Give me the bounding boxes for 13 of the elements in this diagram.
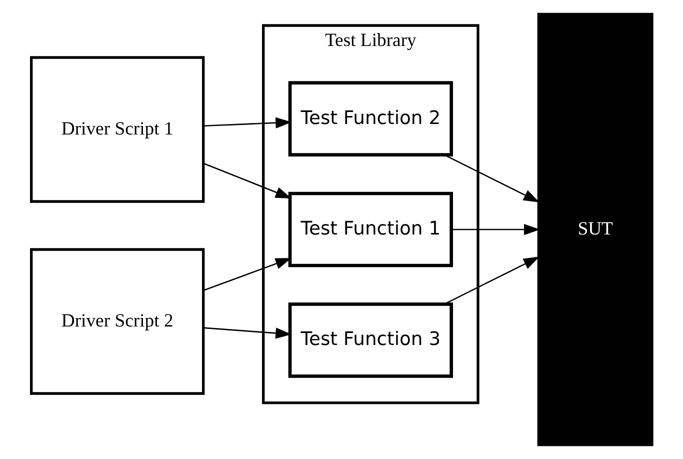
- node-box: Test Function 2: [288, 81, 452, 156]
- arrow: [203, 117, 292, 128]
- node-box: Test Function 3: [288, 302, 452, 378]
- arrow: [444, 154, 539, 202]
- arrow: [202, 327, 292, 339]
- arrow: [451, 224, 540, 236]
- node-box: Driver Script 1: [30, 56, 204, 203]
- node-box: Driver Script 2: [30, 248, 204, 395]
- arrow: [202, 258, 292, 291]
- node-box: Test Function 1: [288, 192, 452, 268]
- node-box: SUT: [536, 12, 653, 446]
- arrow: [202, 162, 292, 198]
- arrow: [444, 256, 539, 305]
